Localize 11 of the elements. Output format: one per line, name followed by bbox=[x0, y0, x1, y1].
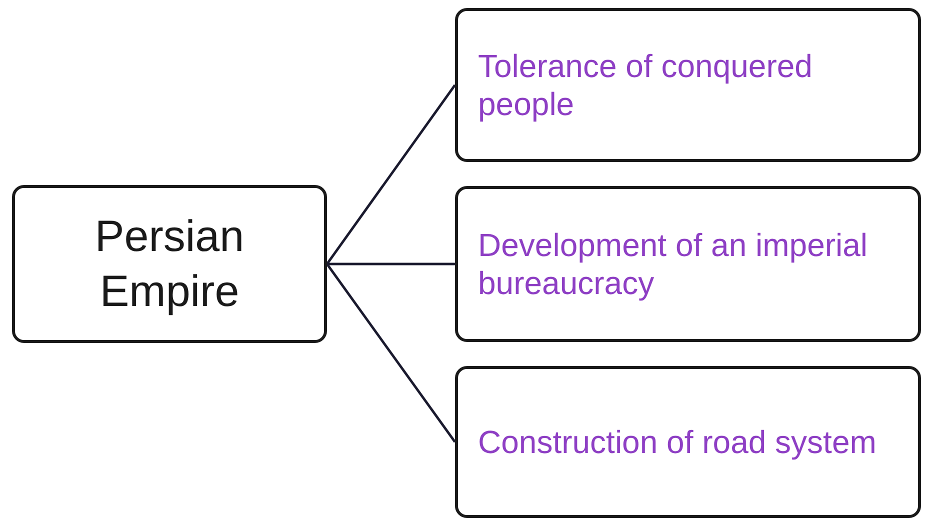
connector-line bbox=[326, 84, 456, 265]
connector-line bbox=[326, 263, 456, 443]
detail-text: Construction of road system bbox=[478, 422, 878, 462]
detail-box bbox=[455, 8, 921, 162]
topic-text: Persian Empire bbox=[94, 211, 246, 318]
detail-box bbox=[455, 366, 921, 518]
detail-box bbox=[455, 186, 921, 342]
connector-line bbox=[327, 262, 455, 266]
detail-text: Development of an imperial bureaucracy bbox=[478, 226, 869, 302]
topic-box bbox=[12, 185, 327, 343]
detail-text: Tolerance of conquered people bbox=[478, 46, 814, 124]
